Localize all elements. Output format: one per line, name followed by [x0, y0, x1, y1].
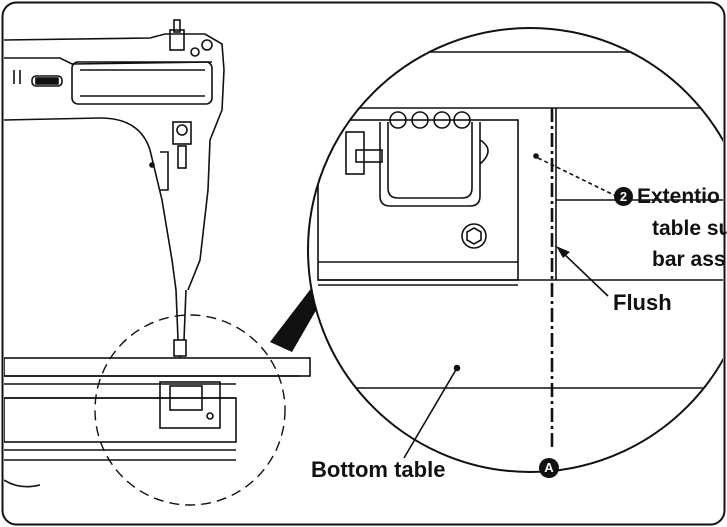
extension-leader — [537, 157, 617, 197]
extension-marker-badge: 2 — [614, 187, 633, 206]
flush-leader — [561, 251, 609, 297]
extension-label-line3: bar ass — [652, 248, 726, 271]
zoom-circle — [307, 27, 723, 473]
table-left-view — [4, 357, 311, 488]
bottom-table-leader — [403, 367, 458, 459]
detail-callout-circle — [94, 314, 286, 506]
extension-label-line2: table su — [652, 217, 727, 240]
reference-marker-a: A — [539, 458, 559, 478]
flush-label: Flush — [613, 290, 672, 315]
extension-label-line1: Extentio — [637, 185, 720, 208]
flush-arrow — [556, 246, 570, 258]
callout-wedge — [270, 282, 322, 352]
sewing-machine-head — [4, 19, 225, 360]
bottom-table-label: Bottom table — [311, 457, 446, 482]
